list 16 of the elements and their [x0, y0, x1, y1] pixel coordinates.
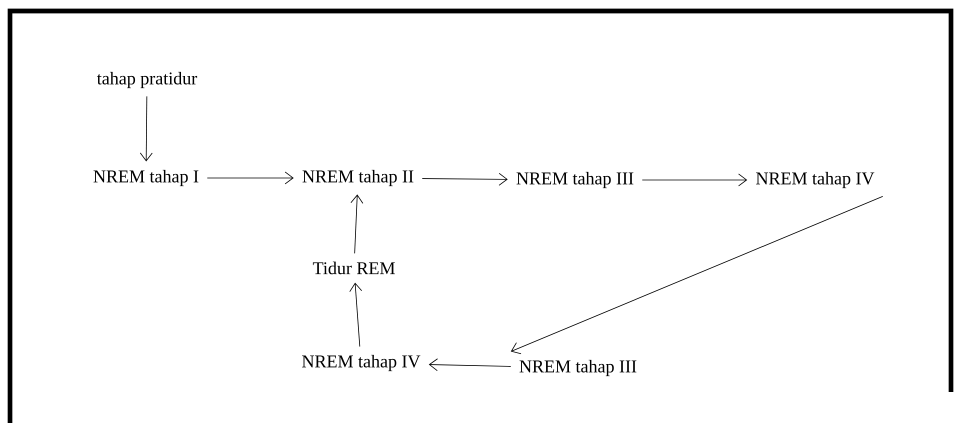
stage-label: NREM tahap III: [516, 172, 634, 188]
arrow: [428, 358, 512, 372]
stage-label: NREM tahap IV: [302, 354, 420, 372]
arrow: [422, 172, 508, 186]
arrow: [510, 196, 884, 354]
stage-label: NREM tahap II: [302, 170, 414, 186]
arrow: [206, 172, 294, 184]
arrow: [350, 194, 364, 254]
stage-label: NREM tahap IV: [756, 172, 874, 188]
stage-label: Tidur REM: [312, 262, 395, 274]
arrow: [140, 96, 153, 162]
stage-label: tahap pratidur: [96, 72, 198, 88]
arrow: [642, 174, 748, 186]
stage-label: NREM tahap I: [94, 170, 198, 186]
stage-label: NREM tahap III: [520, 360, 636, 376]
arrow: [349, 282, 362, 347]
